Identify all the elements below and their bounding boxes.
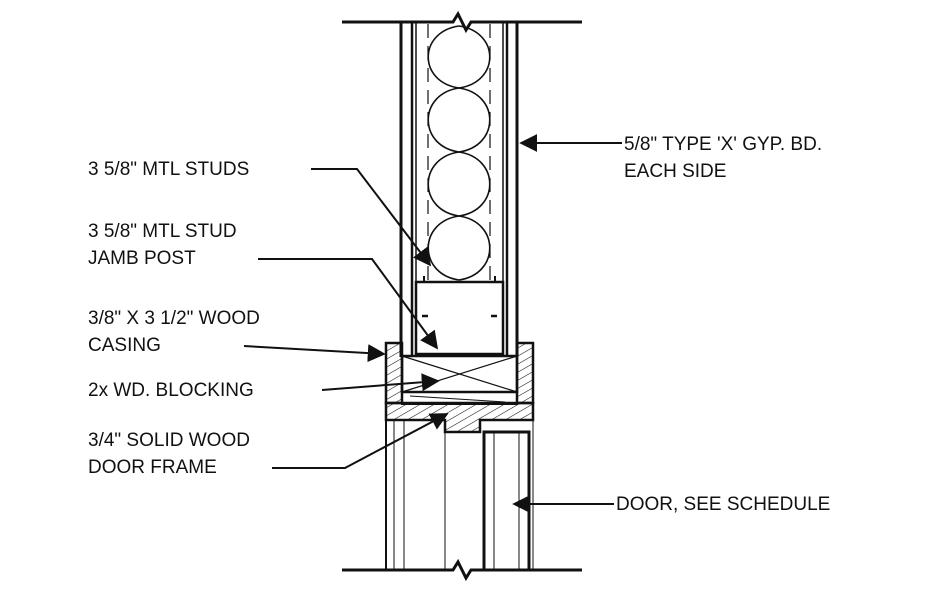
batt-insulation xyxy=(427,24,491,282)
label-jamb-post-line2: JAMB POST xyxy=(88,248,196,269)
frame-reveal-lines xyxy=(385,420,446,570)
leader-mtl-studs xyxy=(311,168,432,267)
jamb-post xyxy=(414,276,505,356)
label-door-frame-line2: DOOR FRAME xyxy=(88,457,217,478)
wood-casing-right xyxy=(515,341,535,405)
label-mtl-studs: 3 5/8" MTL STUDS xyxy=(88,159,250,180)
wood-blocking xyxy=(400,354,519,394)
label-door-frame-line1: 3/4" SOLID WOOD xyxy=(88,430,250,451)
label-door: DOOR, SEE SCHEDULE xyxy=(616,494,831,515)
leader-lines xyxy=(243,134,622,513)
label-gyp-board-line2: EACH SIDE xyxy=(624,161,727,182)
leader-door-frame xyxy=(272,413,449,469)
bottom-break-line xyxy=(342,558,582,582)
gypsum-board-left xyxy=(399,22,414,357)
label-gyp-board: 5/8" TYPE 'X' GYP. BD. EACH SIDE xyxy=(624,131,822,185)
solid-wood-door-frame xyxy=(384,391,535,434)
door-leaf xyxy=(482,420,534,572)
label-jamb-post: 3 5/8" MTL STUD JAMB POST xyxy=(88,218,237,272)
label-casing-line1: 3/8" X 3 1/2" WOOD xyxy=(88,308,260,329)
top-break-line xyxy=(342,10,582,34)
label-casing-line2: CASING xyxy=(88,335,161,356)
label-jamb-post-line1: 3 5/8" MTL STUD xyxy=(88,221,237,242)
leader-blocking xyxy=(321,373,440,392)
wood-casing-left xyxy=(384,341,404,405)
leader-jamb-post xyxy=(258,258,439,350)
metal-studs xyxy=(415,22,504,282)
label-blocking: 2x WD. BLOCKING xyxy=(88,380,254,401)
label-gyp-board-line1: 5/8" TYPE 'X' GYP. BD. xyxy=(624,134,823,155)
label-door-frame: 3/4" SOLID WOOD DOOR FRAME xyxy=(88,427,250,481)
label-casing: 3/8" X 3 1/2" WOOD CASING xyxy=(88,305,260,359)
leader-casing xyxy=(243,344,386,363)
gypsum-board-right xyxy=(505,22,519,357)
